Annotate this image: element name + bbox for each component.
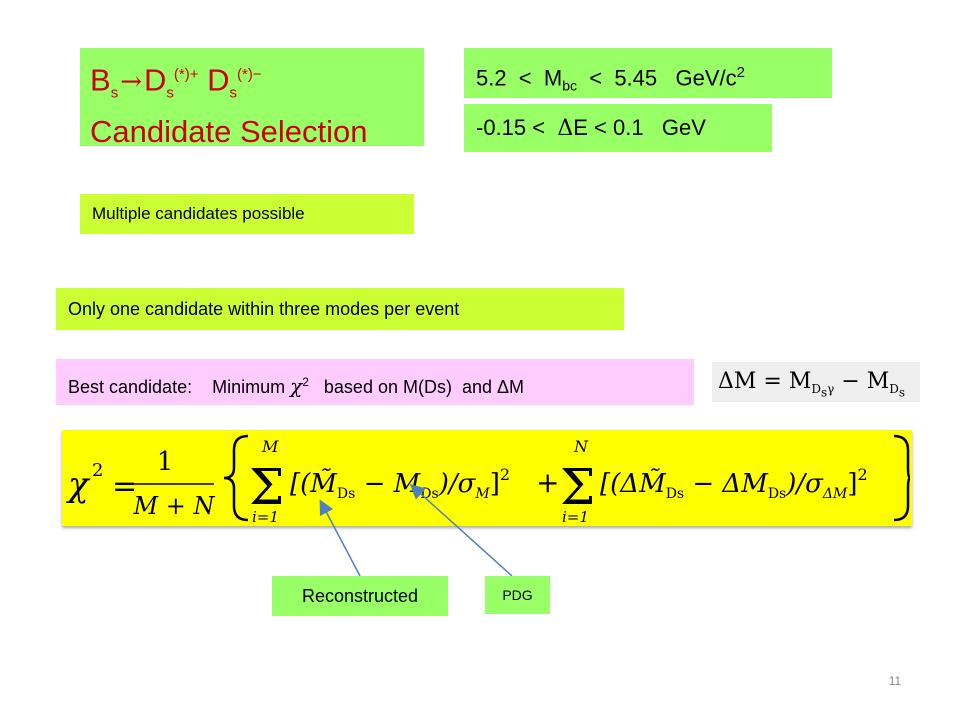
best-candidate-note: Best candidate: Minimum χ2 based on M(Ds… bbox=[56, 359, 694, 405]
sum2-upper: N bbox=[573, 437, 589, 456]
reconstructed-label: Reconstructed bbox=[272, 576, 448, 616]
chi2-formula: χ 2 = 1 M + N M Σ i=1 [(M̃Ds − MDs)/σM]2… bbox=[62, 430, 912, 526]
mbc-cut: 5.2 < Mbc < 5.45 GeV/c2 bbox=[464, 48, 832, 98]
delta-e-cut: -0.15 < ΔE < 0.1 GeV bbox=[464, 104, 772, 152]
only-one-candidate-note: Only one candidate within three modes pe… bbox=[56, 288, 624, 330]
sum1-lower: i=1 bbox=[252, 508, 279, 526]
title-line2: Candidate Selection bbox=[90, 113, 368, 149]
delta-m-formula: ΔM = MDsγ − MDs bbox=[712, 362, 920, 402]
pdg-label: PDG bbox=[485, 576, 550, 614]
multiple-candidates-note: Multiple candidates possible bbox=[80, 194, 414, 234]
plus-sign: + bbox=[536, 466, 559, 499]
slide-title: Bs→Ds(*)+ Ds(*)− Candidate Selection bbox=[80, 48, 424, 149]
fraction-numerator: 1 bbox=[157, 447, 174, 477]
decay-arrow-icon: → bbox=[120, 67, 142, 98]
title-decay: Bs→Ds(*)+ Ds(*)− bbox=[90, 62, 262, 102]
right-brace-icon bbox=[893, 434, 911, 522]
page-number: 11 bbox=[888, 674, 902, 688]
equals-sign: = bbox=[112, 469, 137, 504]
term2: [(ΔM̃Ds − ΔMDs)/σΔM]2 bbox=[600, 465, 868, 502]
pdg-arrow-icon bbox=[409, 483, 513, 577]
sum1-sigma-icon: Σ bbox=[249, 458, 284, 516]
chi-exponent: 2 bbox=[92, 460, 103, 481]
left-brace-icon bbox=[223, 434, 249, 522]
sum2-lower: i=1 bbox=[562, 508, 589, 526]
sum1-upper: M bbox=[261, 437, 279, 456]
term1: [(M̃Ds − MDs)/σM]2 bbox=[290, 465, 510, 502]
fraction-denominator: M + N bbox=[133, 492, 216, 520]
chi2-formula-graphic: χ 2 = 1 M + N M Σ i=1 [(M̃Ds − MDs)/σM]2… bbox=[66, 434, 911, 526]
sum2-sigma-icon: Σ bbox=[560, 458, 595, 516]
chi-symbol: χ bbox=[66, 465, 91, 505]
reconstructed-arrow-icon bbox=[319, 499, 361, 577]
